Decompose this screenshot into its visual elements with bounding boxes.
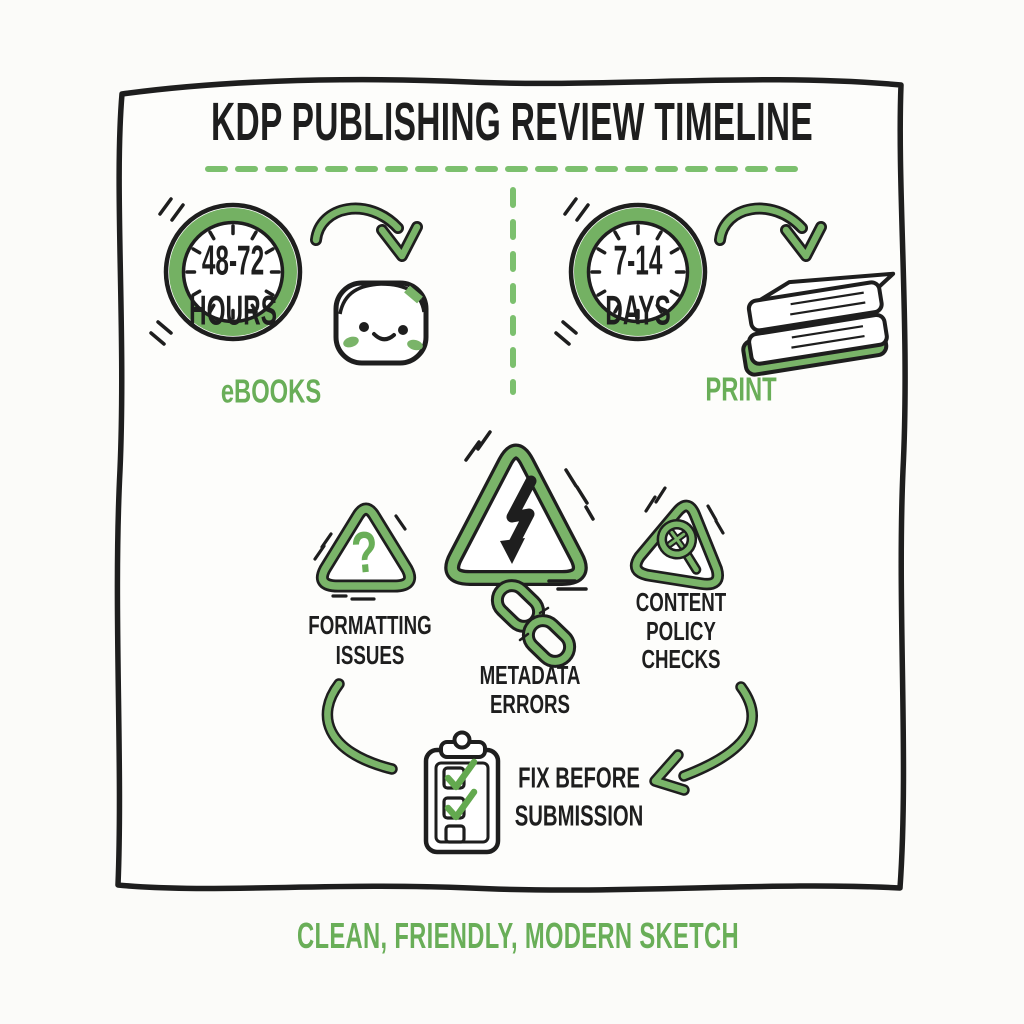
ereader-icon [333,280,429,366]
arrow-curved-ebooks-icon [310,202,423,262]
metadata-errors-label: METADATA ERRORS [479,659,581,719]
clock-icon-ebooks [149,197,303,346]
question-triangle-icon [313,502,417,601]
page-title: KDP PUBLISHING REVIEW TIMELINE [210,92,814,152]
arrow-arc-right-icon [649,681,758,796]
clipboard-checklist-icon [423,730,501,855]
print-duration: 7-14 DAYS [605,235,670,334]
print-duration-value: 7-14 [613,236,663,284]
broken-chain-icon [490,579,577,668]
print-duration-unit: DAYS [605,286,671,333]
formatting-issues-label: FORMATTING ISSUES [308,610,432,670]
ebooks-duration-unit: HOURS [189,286,277,333]
print-label: PRINT [705,370,777,408]
ebooks-duration: 48-72 HOURS [189,235,277,334]
clock-icon-print [554,197,708,346]
arrow-arc-left-icon [321,678,398,775]
fix-before-submission-label: FIX BEFORE SUBMISSION [514,762,644,832]
books-stack-icon [741,271,896,377]
ebooks-label: eBOOKS [220,372,322,410]
caption: CLEAN, FRIENDLY, MODERN SKETCH [296,915,740,956]
ebooks-duration-value: 48-72 [201,236,265,284]
arrow-curved-print-icon [714,202,827,262]
question-mark-glyph: ? [348,518,382,587]
warning-triangle-bolt-icon [444,430,595,591]
magnifier-triangle-icon [629,486,725,591]
content-policy-checks-label: CONTENT POLICY CHECKS [635,587,727,675]
